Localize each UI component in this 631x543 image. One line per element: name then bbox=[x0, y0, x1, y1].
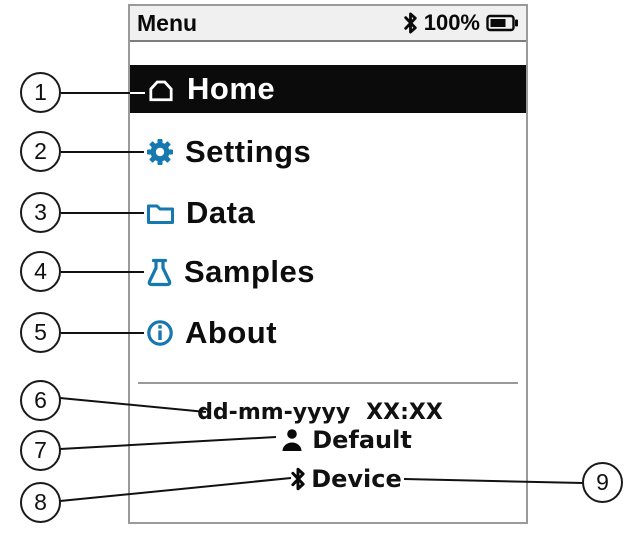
user-icon bbox=[280, 427, 304, 453]
footer-divider bbox=[138, 382, 518, 384]
callout-5: 5 bbox=[20, 312, 61, 353]
device-name: Device bbox=[311, 465, 402, 493]
menu-item-label: About bbox=[185, 315, 278, 350]
device-screen: Menu 100% Home bbox=[128, 4, 528, 524]
menu-item-label: Settings bbox=[185, 134, 312, 169]
callout-8: 8 bbox=[20, 482, 61, 523]
operator-name: Default bbox=[312, 426, 412, 454]
battery-icon bbox=[486, 13, 519, 33]
time-text: XX:XX bbox=[366, 399, 443, 425]
bluetooth-icon bbox=[290, 466, 306, 492]
menu-item-data[interactable]: Data bbox=[130, 189, 526, 237]
info-icon bbox=[146, 319, 174, 347]
title-bar: Menu 100% bbox=[130, 6, 526, 42]
callout-4: 4 bbox=[20, 251, 61, 292]
callout-1: 1 bbox=[20, 72, 61, 113]
datetime-row: dd-mm-yyyy XX:XX bbox=[122, 398, 518, 426]
menu-item-samples[interactable]: Samples bbox=[130, 248, 526, 296]
folder-icon bbox=[146, 201, 175, 226]
callout-9: 9 bbox=[582, 462, 623, 503]
home-icon bbox=[146, 75, 176, 103]
operator-row: Default bbox=[148, 424, 544, 456]
battery-percent: 100% bbox=[423, 10, 480, 35]
menu-item-label: Samples bbox=[184, 254, 316, 289]
menu-item-label: Data bbox=[186, 195, 256, 230]
callout-2: 2 bbox=[20, 131, 61, 172]
menu-item-settings[interactable]: Settings bbox=[130, 128, 526, 176]
device-row: Device bbox=[148, 464, 544, 494]
flask-icon bbox=[146, 257, 173, 287]
gear-icon bbox=[146, 138, 174, 166]
date-text: dd-mm-yyyy bbox=[197, 399, 351, 425]
menu-item-home[interactable]: Home bbox=[130, 65, 526, 113]
bluetooth-status-icon bbox=[403, 11, 418, 35]
callout-7: 7 bbox=[20, 430, 61, 471]
callout-3: 3 bbox=[20, 192, 61, 233]
page-title: Menu bbox=[137, 9, 198, 36]
menu-item-about[interactable]: About bbox=[130, 309, 526, 357]
callout-6: 6 bbox=[20, 380, 61, 421]
menu-item-label: Home bbox=[187, 71, 276, 106]
